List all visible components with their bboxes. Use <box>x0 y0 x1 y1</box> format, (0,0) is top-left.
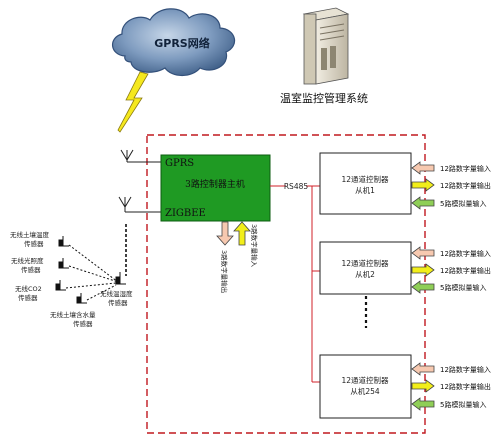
slave-1-line1: 12通道控制器 <box>341 174 389 184</box>
server-icon <box>302 7 350 85</box>
port-zigbee-label: ZIGBEE <box>165 208 206 219</box>
air-label-1: 无线温湿度 <box>100 289 133 298</box>
light-label-1: 无线光照度 <box>11 256 44 265</box>
soil-temp-label-1: 无线土壤温度 <box>10 230 50 239</box>
slave-2-line2: 从机2 <box>355 269 375 279</box>
slave-2-digital-output-arrow <box>411 263 435 277</box>
system-boundary <box>146 134 426 434</box>
slave-2-digital-input-label: 12路数字量输入 <box>440 249 491 258</box>
slave-1-digital-output-label: 12路数字量输出 <box>440 181 491 190</box>
rs485-bus <box>270 185 320 383</box>
slave-254-line1: 12通道控制器 <box>341 375 389 385</box>
gprs-antenna-icon <box>120 149 161 163</box>
co2-label-2: 传感器 <box>18 293 38 302</box>
slave-1-digital-input-label: 12路数字量输入 <box>440 164 491 173</box>
slave-3-digital-output-arrow <box>411 379 435 393</box>
zigbee-antenna-icon <box>118 196 161 213</box>
soil-temp-label-2: 传感器 <box>24 239 44 248</box>
slave-2-line1: 12通道控制器 <box>341 258 389 268</box>
slave-controller-1: 12通道控制器 从机1 <box>319 152 412 215</box>
co2-sensor-icon <box>55 280 66 291</box>
host-output-label: 3路数字量输出 <box>220 250 229 293</box>
soil-moisture-label-1: 无线土壤含水量 <box>50 310 96 319</box>
slave-io-group: 12路数字量输入 12路数字量输出 5路模拟量输入 12路数字量输入 12路数字量输出 5… <box>411 161 491 411</box>
slave-2-digital-input-arrow <box>411 246 435 260</box>
light-sensor-icon <box>58 258 69 269</box>
co2-label-1: 无线CO2 <box>15 284 42 293</box>
air-label-2: 传感器 <box>108 298 128 307</box>
host-controller: GPRS 3路控制器主机 ZIGBEE <box>160 154 271 222</box>
rs485-label: RS485 <box>284 182 309 191</box>
slave-3-digital-output-label: 12路数字量输出 <box>440 382 491 391</box>
slave-1-digital-output-arrow <box>411 178 435 192</box>
cloud-label: GPRS网络 <box>154 36 209 50</box>
lightning-icon <box>117 71 149 133</box>
soil-temp-sensor-icon <box>58 236 69 247</box>
host-input-arrow <box>233 221 251 246</box>
soil-moisture-label-2: 传感器 <box>73 319 93 328</box>
server-label: 温室监控管理系统 <box>280 91 368 105</box>
slave-2-analog-input-label: 5路模拟量输入 <box>440 283 486 292</box>
port-gprs-label: GPRS <box>165 158 194 169</box>
slave-3-analog-input-label: 5路模拟量输入 <box>440 400 486 409</box>
slave-3-digital-input-label: 12路数字量输入 <box>440 365 491 374</box>
sensor-network <box>65 224 127 301</box>
air-sensor-icon <box>115 272 126 285</box>
host-output-arrow <box>216 221 234 246</box>
slave-254-line2: 从机254 <box>350 386 380 396</box>
slave-3-analog-input-arrow <box>411 397 435 411</box>
slave-2-analog-input-arrow <box>411 280 435 294</box>
slave-controller-254: 12通道控制器 从机254 <box>319 354 412 419</box>
slave-1-digital-input-arrow <box>411 161 435 175</box>
gprs-cloud: GPRS网络 <box>112 8 236 77</box>
host-input-label: 3路数字量输入 <box>250 224 259 268</box>
slave-1-analog-input-label: 5路模拟量输入 <box>440 199 486 208</box>
slave-1-analog-input-arrow <box>411 196 435 210</box>
soil-moisture-sensor-icon <box>76 293 87 304</box>
host-title: 3路控制器主机 <box>185 178 245 190</box>
light-label-2: 传感器 <box>21 265 41 274</box>
slave-3-digital-input-arrow <box>411 362 435 376</box>
slave-controller-2: 12通道控制器 从机2 <box>319 241 412 295</box>
slave-2-digital-output-label: 12路数字量输出 <box>440 266 491 275</box>
slave-1-line2: 从机1 <box>355 185 375 195</box>
